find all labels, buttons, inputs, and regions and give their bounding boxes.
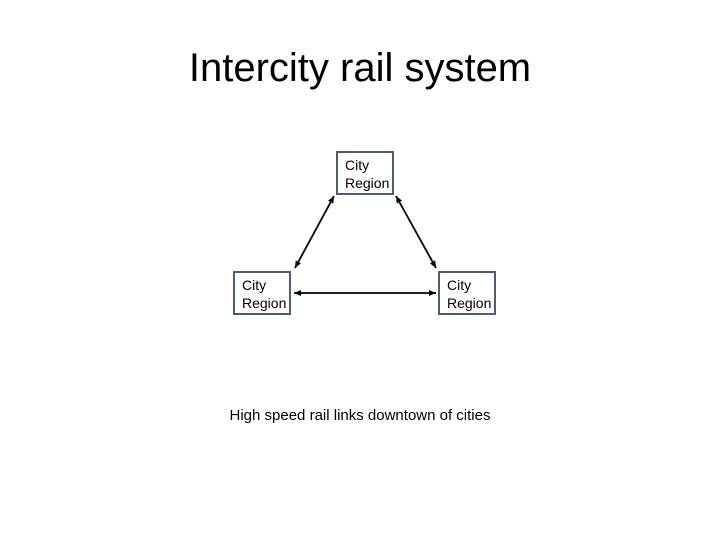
- diagram-caption: High speed rail links downtown of cities: [229, 407, 491, 424]
- node-label-line1: City: [447, 277, 472, 293]
- node-label-line1: City: [345, 157, 370, 173]
- node-label-line1: City: [242, 277, 267, 293]
- city-region-node-top: City Region: [336, 151, 394, 195]
- node-label-line2: Region: [447, 295, 492, 311]
- rail-link-top-right: [395, 195, 437, 269]
- page-title: Intercity rail system: [188, 46, 532, 90]
- city-region-node-left: City Region: [233, 271, 291, 315]
- node-label-line2: Region: [345, 175, 390, 191]
- rail-link-top-left: [294, 195, 335, 269]
- node-label-line2: Region: [242, 295, 287, 311]
- city-region-node-right: City Region: [438, 271, 496, 315]
